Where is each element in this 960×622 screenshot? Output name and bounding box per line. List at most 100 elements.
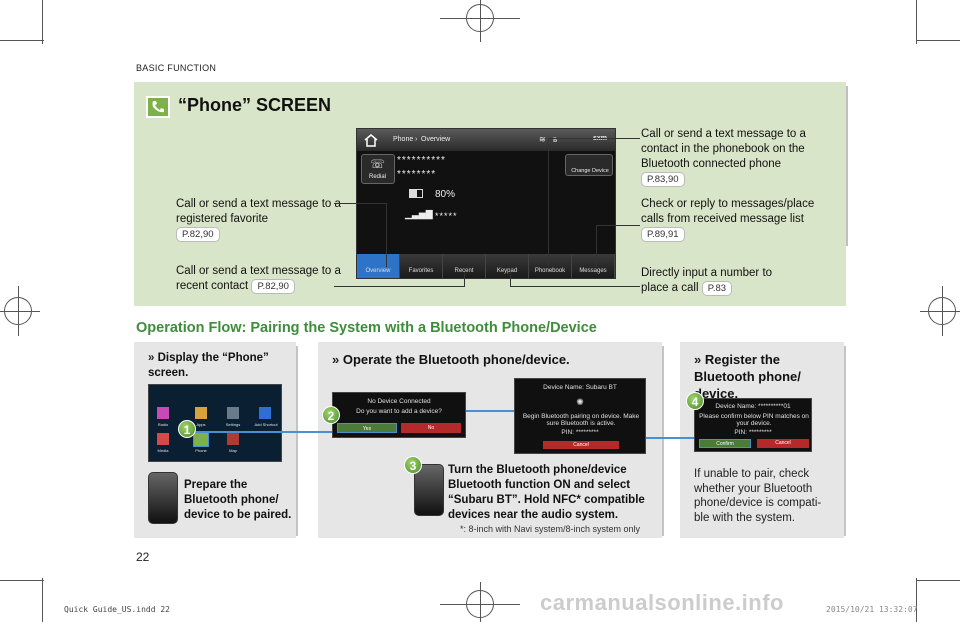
bluetooth-icon: ʙ [553,135,558,144]
chevron-double-right-icon: » [332,352,340,367]
cancel-button[interactable]: Cancel [757,439,809,448]
tab-recent[interactable]: Recent [443,254,486,278]
phone-app-icon[interactable] [193,431,209,447]
loading-spinner-icon: ✺ [576,397,584,407]
tab-overview[interactable]: Overview [357,254,400,278]
settings-app-icon[interactable] [227,407,239,419]
breadcrumb-phone[interactable]: Phone [393,136,414,143]
screen-top-bar: Phone › Overview ≋ ʙ sxm [357,129,615,151]
page-reference: P.82,90 [251,279,295,294]
box-shadow [842,346,846,536]
step-heading-text: Operate the Bluetooth phone/device. [342,352,570,367]
prepare-text: Prepare the Bluetooth phone/ device to b… [184,479,292,521]
app-label: Phone [195,448,207,453]
connector-line [466,410,514,412]
callout-text: Call or send a text message to a contact… [641,128,806,170]
step-display-heading: » Display the “Phone” screen. [148,351,288,381]
callout-messages: Check or reply to messages/place calls f… [641,197,831,242]
step-number-4: 4 [686,392,704,410]
step3-text: Turn the Bluetooth phone/device Bluetoot… [448,464,645,521]
media-app-icon[interactable] [157,433,169,445]
dialog-pin: PIN: ********* [561,429,599,436]
step-register-heading: » Register the Bluetooth phone/ device. [694,351,834,402]
crop-mark [916,578,917,622]
battery-level: 80% [435,189,456,200]
tab-phonebook[interactable]: Phonebook [529,254,572,278]
radio-app-icon[interactable] [157,407,169,419]
change-device-button[interactable]: Change Device [565,154,613,176]
apps-app-icon[interactable] [195,407,207,419]
callout-keypad: Directly input a number to place a call … [641,266,801,296]
crop-mark [916,580,960,581]
step-operate-heading: » Operate the Bluetooth phone/device. [332,351,570,368]
contact-number-masked: ******** [397,169,437,180]
contact-name-masked: ********** [397,155,446,166]
crop-mark [920,311,960,312]
tab-keypad[interactable]: Keypad [486,254,529,278]
watermark: carmanualsonline.info [540,590,784,615]
home-icon[interactable] [363,133,379,147]
pairing-note: If unable to pair, check whether your Bl… [694,468,822,524]
leader-line [510,286,640,287]
tab-label: Messages [579,268,607,274]
page-title: “Phone” SCREEN [178,95,332,115]
phone-overview-screen: Phone › Overview ≋ ʙ sxm ☏ Redial ******… [356,128,616,279]
callout-text: Check or reply to messages/place calls f… [641,198,815,225]
chevron-right-icon: › [415,136,418,143]
leader-line [510,272,511,287]
crop-mark [916,0,917,44]
redial-button[interactable]: ☏ Redial [361,154,395,184]
callout-phonebook: Call or send a text message to a contact… [641,127,831,187]
page-reference: P.82,90 [176,227,220,242]
callout-recent: Call or send a text message to a recent … [176,264,346,294]
dialog-body: Begin Bluetooth pairing on device. Make … [522,413,640,427]
callout-text: Directly input a number to place a call [641,267,773,294]
leader-line [334,203,386,204]
leader-line [386,203,387,267]
page-reference: P.83,90 [641,172,685,187]
app-label: Radio [157,422,169,427]
breadcrumb-overview: Overview [421,136,451,143]
footer-filename: Quick Guide_US.indd 22 [64,605,170,614]
dialog-question: Do you want to add a device? [356,408,442,415]
dialog-title: Device Name: **********01 [715,403,791,410]
dialog-pin: PIN: ********* [734,429,772,436]
dialog-title: Device Name: Subaru BT [543,384,617,391]
page-number: 22 [136,550,150,564]
page-reference: P.89,91 [641,227,685,242]
app-label: Add Shortcut [254,422,278,427]
cancel-button[interactable]: Cancel [543,441,619,449]
leader-line [334,286,464,287]
crop-mark [18,286,19,336]
confirm-button[interactable]: Confirm [699,439,751,448]
no-device-dialog: No Device Connected Do you want to add a… [332,392,466,438]
tab-label: Keypad [496,268,518,274]
smartphone-icon [414,464,444,516]
tab-messages[interactable]: Messages [572,254,615,278]
add-shortcut-icon[interactable] [259,407,271,419]
leader-line [548,138,640,139]
dialog-title: No Device Connected [367,398,431,405]
redial-icon: ☏ [370,157,386,171]
smartphone-icon [148,472,178,524]
tab-favorites[interactable]: Favorites [400,254,443,278]
crop-mark [42,0,43,44]
box-shadow [294,346,298,536]
page-reference: P.83 [701,281,733,296]
box-shadow [660,346,664,536]
crop-mark [480,0,481,42]
no-button[interactable]: No [401,423,461,433]
footer-timestamp: 2015/10/21 13:32:07 [826,605,918,614]
pairing-dialog: Device Name: Subaru BT ✺ Begin Bluetooth… [514,378,646,454]
map-app-icon[interactable] [227,433,239,445]
yes-button[interactable]: Yes [337,423,397,433]
screen-tab-bar: Overview Favorites Recent Keypad Phonebo… [357,254,615,278]
step-number-3: 3 [404,456,422,474]
callout-text: Call or send a text message to a registe… [176,198,341,225]
crop-mark [0,580,44,581]
crop-mark [916,40,960,41]
tab-label: Favorites [408,268,434,274]
signal-icon: ▁▃▅▇ [405,209,433,219]
crop-mark [942,286,943,336]
crop-mark [0,40,44,41]
